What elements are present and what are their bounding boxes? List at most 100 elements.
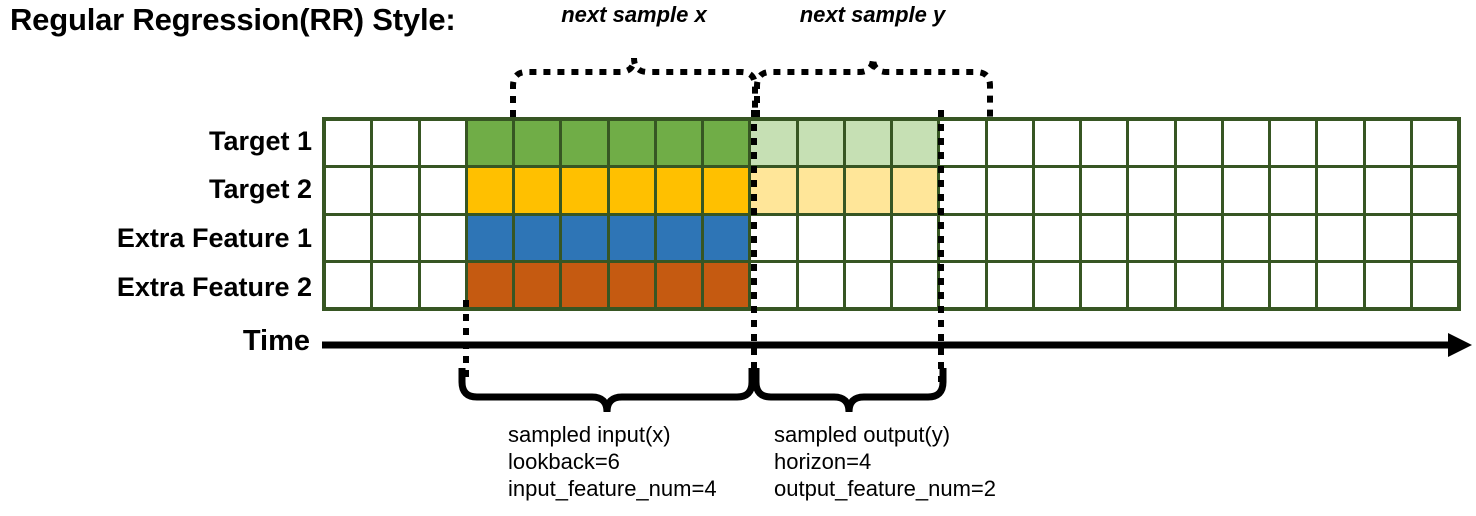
grid-cell-empty [1176, 262, 1221, 307]
grid-cell-empty [987, 168, 1032, 213]
grid-cell-empty [940, 121, 985, 166]
grid-cell-input [656, 262, 701, 307]
grid-cell-input [704, 168, 749, 213]
grid-cell-output [845, 168, 890, 213]
row-label-target-1: Target 1 [208, 126, 312, 156]
grid-cell-empty [326, 168, 371, 213]
grid-cell-input [515, 262, 560, 307]
grid-cell-empty [1129, 262, 1174, 307]
grid-cell-input [704, 121, 749, 166]
grid-cell-empty [1082, 262, 1127, 307]
grid-cell-empty [326, 262, 371, 307]
grid-cell-empty [1365, 215, 1410, 260]
grid-cell-empty [373, 168, 418, 213]
grid-cell-empty [1034, 262, 1079, 307]
grid-cell-empty [751, 262, 796, 307]
grid-cell-empty [1412, 168, 1457, 213]
next-sample-x-label: next sample x [561, 2, 707, 27]
grid-cell-output [798, 121, 843, 166]
grid-cell-input [467, 215, 512, 260]
grid-cell-empty [1034, 168, 1079, 213]
grid-cell-empty [1223, 215, 1268, 260]
grid-cell-empty [940, 215, 985, 260]
grid-cell-empty [373, 262, 418, 307]
grid-cell-input [467, 168, 512, 213]
row-label-extra-feature-2: Extra Feature 2 [116, 272, 312, 302]
grid-cell-empty [1365, 262, 1410, 307]
row-label-extra-feature-1: Extra Feature 1 [116, 223, 312, 253]
grid-cell-empty [845, 262, 890, 307]
grid-cell-input [656, 215, 701, 260]
time-axis-label: Time [242, 325, 310, 357]
grid-cell-empty [1034, 121, 1079, 166]
grid-cell-empty [893, 215, 938, 260]
grid-cell-input [515, 121, 560, 166]
sampled-output-brace [752, 368, 947, 413]
time-axis-arrow [322, 333, 1472, 357]
grid-cell-empty [1223, 121, 1268, 166]
grid-cell-empty [751, 215, 796, 260]
grid-cell-empty [326, 215, 371, 260]
grid-cell-empty [798, 262, 843, 307]
grid-cell-input [515, 215, 560, 260]
grid-cell-empty [1223, 168, 1268, 213]
grid-cell-input [515, 168, 560, 213]
grid-cell-empty [987, 215, 1032, 260]
grid-cell-empty [373, 215, 418, 260]
sampled-input-brace [458, 368, 756, 413]
grid-cell-output [893, 121, 938, 166]
grid-cell-empty [1082, 168, 1127, 213]
grid-cell-empty [940, 168, 985, 213]
grid-cell-empty [1129, 168, 1174, 213]
grid-cell-empty [1318, 121, 1363, 166]
next-sample-y-brace [754, 57, 993, 117]
grid-cell-input [562, 121, 607, 166]
grid-cell-input [609, 215, 654, 260]
grid-cell-output [798, 168, 843, 213]
grid-cell-output [845, 121, 890, 166]
grid-cell-empty [1318, 215, 1363, 260]
row-label-column: Target 1 Target 2 Extra Feature 1 Extra … [0, 117, 312, 311]
grid-cell-empty [1412, 262, 1457, 307]
grid-cell-output [751, 121, 796, 166]
sampled-output-note: sampled output(y) horizon=4 output_featu… [774, 421, 996, 502]
grid-cell-empty [1412, 215, 1457, 260]
grid-cell-empty [1412, 121, 1457, 166]
grid-cell-empty [987, 121, 1032, 166]
grid-cell-empty [1223, 262, 1268, 307]
sampled-input-title: sampled input(x) [508, 422, 671, 447]
grid-cell-empty [1365, 168, 1410, 213]
grid-cell-empty [1271, 168, 1316, 213]
grid-cell-empty [1271, 262, 1316, 307]
grid-cell-empty [1365, 121, 1410, 166]
page-title: Regular Regression(RR) Style: [10, 2, 456, 37]
grid-cell-input [609, 168, 654, 213]
grid-cell-empty [1271, 215, 1316, 260]
sampled-input-features: input_feature_num=4 [508, 476, 717, 501]
sampled-output-horizon: horizon=4 [774, 449, 872, 474]
sampled-input-note: sampled input(x) lookback=6 input_featur… [508, 421, 717, 502]
grid-cell-empty [1176, 215, 1221, 260]
grid-cell-empty [420, 168, 465, 213]
grid-cell-input [656, 168, 701, 213]
grid-cell-input [467, 262, 512, 307]
sampled-output-title: sampled output(y) [774, 422, 951, 447]
grid-cell-input [562, 262, 607, 307]
grid-cell-empty [373, 121, 418, 166]
grid-cell-input [704, 215, 749, 260]
next-sample-x-brace [510, 57, 758, 117]
grid-cell-empty [420, 121, 465, 166]
grid-cell-empty [326, 121, 371, 166]
row-label-target-2: Target 2 [208, 174, 312, 204]
grid-cell-empty [1176, 121, 1221, 166]
grid-cell-input [704, 262, 749, 307]
grid-cell-empty [1318, 168, 1363, 213]
grid-cell-empty [1129, 121, 1174, 166]
grid-cell-empty [1271, 121, 1316, 166]
grid-cell-empty [987, 262, 1032, 307]
grid-cell-empty [1318, 262, 1363, 307]
grid-cell-empty [845, 215, 890, 260]
next-sample-y-label: next sample y [799, 2, 946, 27]
grid-cell-empty [1082, 121, 1127, 166]
